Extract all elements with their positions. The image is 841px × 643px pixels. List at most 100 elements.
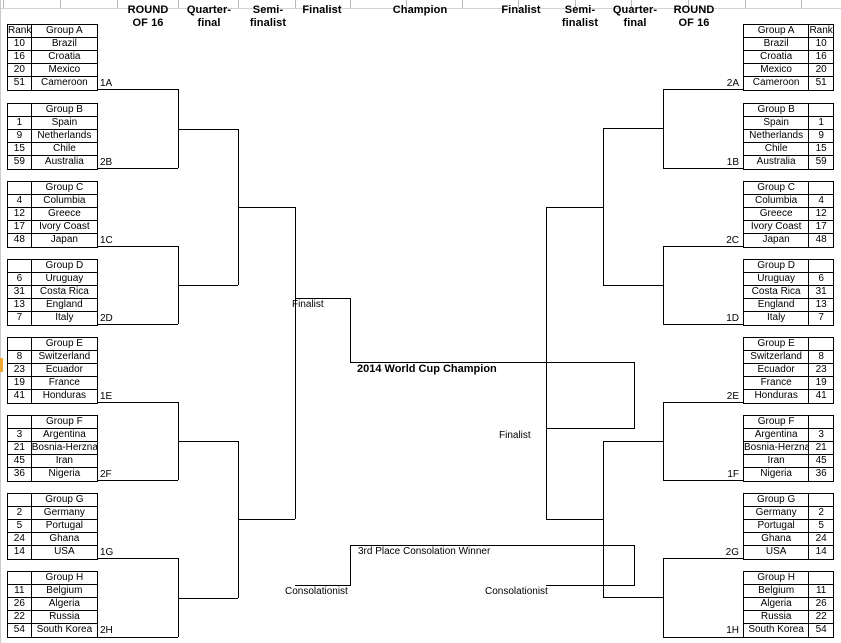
team-rank: 20 (8, 64, 32, 76)
slot-left-consolationist[interactable]: Consolationist (285, 586, 348, 597)
slot-right-finalist[interactable]: Finalist (499, 430, 531, 441)
team-rank: 59 (8, 156, 32, 169)
column-separator (60, 0, 61, 8)
group-name-label: Group D (744, 260, 810, 272)
rank-column-header (809, 572, 833, 584)
slot-right-consolationist[interactable]: Consolationist (485, 586, 548, 597)
slot-champion[interactable]: 2014 World Cup Champion (357, 363, 497, 375)
team-rank: 4 (8, 195, 32, 207)
team-name: Nigeria (744, 468, 810, 481)
team-rank: 1 (818, 117, 824, 128)
slot-left-finalist[interactable]: Finalist (292, 299, 324, 310)
column-separator (462, 0, 463, 8)
team-rank: 22 (815, 611, 827, 622)
team-name: South Korea (744, 624, 810, 637)
qf-right-join-0 (603, 128, 604, 285)
column-separator (406, 0, 407, 8)
team-rank: 22 (8, 611, 32, 623)
r16-left-top-2 (98, 402, 178, 403)
qf-left-bottom-0 (178, 285, 238, 286)
team-name: Ghana (744, 533, 810, 545)
slot-consolation-winner[interactable]: 3rd Place Consolation Winner (358, 546, 491, 557)
team-rank: 41 (8, 390, 32, 403)
team-rank: 51 (8, 77, 32, 90)
r16-right-join-3 (663, 558, 664, 637)
consolation-left-rail (295, 585, 351, 586)
header-left-1: Quarter- final (186, 4, 232, 29)
team-rank: 9 (8, 130, 32, 142)
group-name-label: Group F (46, 416, 83, 427)
group-header-row: Group H (744, 572, 833, 585)
team-name: Japan (50, 234, 78, 245)
team-rank: 45 (815, 455, 827, 466)
